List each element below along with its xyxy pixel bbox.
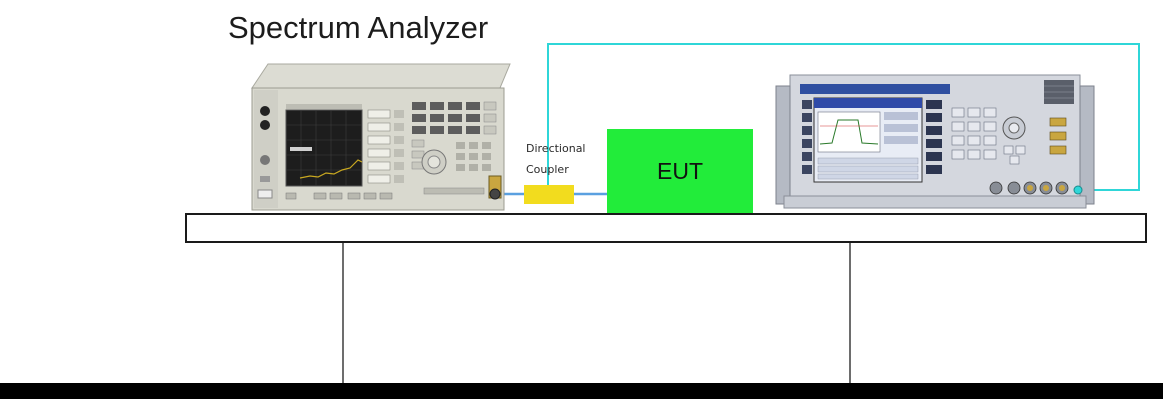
ground-plane [0, 383, 1163, 399]
spectrum-analyzer-icon [251, 63, 511, 211]
spectrum-analyzer-title: Spectrum Analyzer [228, 10, 489, 45]
directional-coupler [524, 185, 574, 204]
eut-label: EUT [657, 157, 703, 184]
eut-box: EUT [607, 129, 753, 213]
coupler-label-line2: Coupler [526, 163, 569, 176]
test-table-top [185, 213, 1147, 243]
coupler-label-line1: Directional [526, 142, 586, 155]
communication-tester-icon [775, 74, 1095, 209]
cyan-cable [547, 43, 1140, 191]
